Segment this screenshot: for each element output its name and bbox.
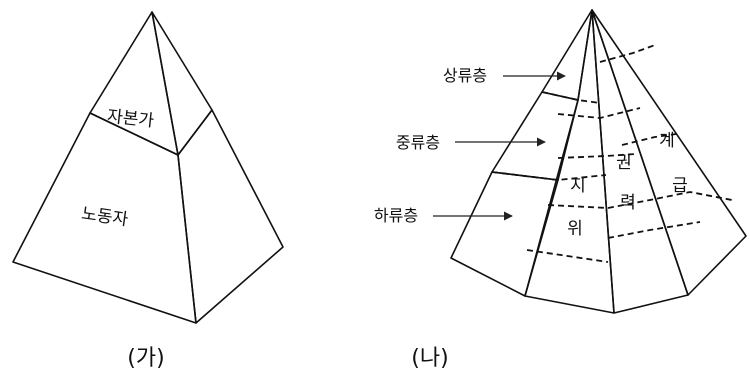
class-char-1: 계 <box>659 131 675 151</box>
status-char-2: 위 <box>567 219 583 239</box>
pyramid-side-top <box>151 11 213 156</box>
upper-class-callout: 상류층 <box>443 66 487 85</box>
caption-na: (나) <box>411 346 448 371</box>
power-char-1: 권 <box>616 153 632 173</box>
cone-power-column <box>591 9 689 314</box>
middle-class-callout: 중류층 <box>396 133 440 152</box>
class-pyramid: 자본가 노동자 (가) <box>12 11 284 371</box>
layer-dash-lines <box>491 44 733 263</box>
worker-label: 노동자 <box>80 204 130 230</box>
class-char-2: 급 <box>672 176 688 196</box>
cone-left-middle <box>491 91 579 181</box>
cone-status-column <box>524 9 615 314</box>
lower-class-callout: 하류층 <box>374 206 418 225</box>
cone-class-column <box>591 9 747 296</box>
status-char-1: 지 <box>570 176 586 196</box>
stratification-cone: 지 위 권 력 계 급 상류층 중류층 하류층 (나) <box>374 9 747 371</box>
capitalist-label: 자본가 <box>106 107 155 132</box>
pyramid-side-lower <box>177 109 284 324</box>
caption-ga: (가) <box>127 346 164 371</box>
power-char-2: 력 <box>620 193 636 213</box>
